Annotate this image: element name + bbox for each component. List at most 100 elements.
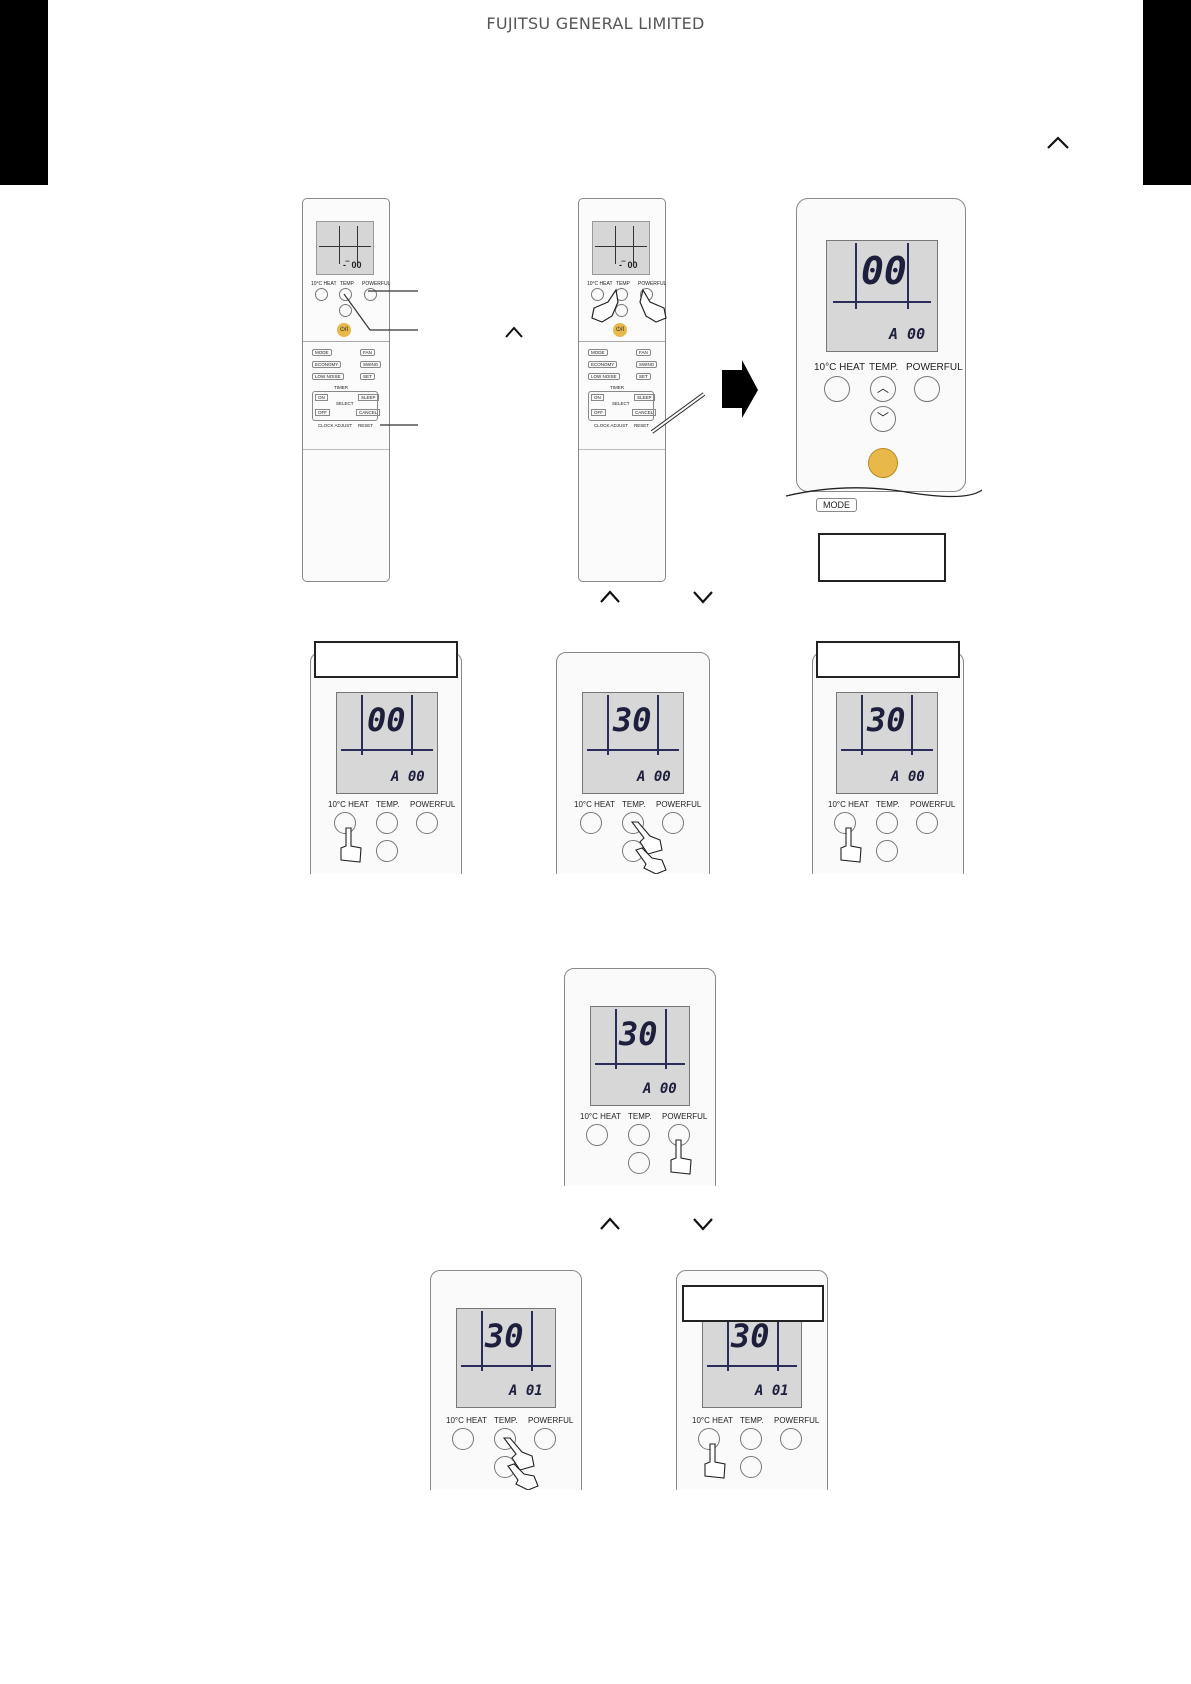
lcd-display: 30 A 01 [456,1308,556,1408]
lower-button-panel: MODE FAN ECONOMY SWING LOW NOISE SET TIM… [312,349,382,429]
powerful-label: POWERFUL [656,800,702,809]
right-arrow-icon [722,360,758,418]
heat-label: 10°C HEAT [587,281,613,287]
timer-off-button[interactable]: OFF [315,409,330,416]
heat-button[interactable] [834,812,856,834]
mode-button[interactable]: MODE [588,349,608,356]
temp-up-button[interactable]: ︿ [870,376,896,402]
up-arrow-icon [600,590,620,603]
temp-down-button[interactable] [876,840,898,862]
power-button[interactable]: ⏻/I [613,323,627,337]
economy-button[interactable]: ECONOMY [312,361,342,368]
lcd-display: 00 A 00 [826,240,938,352]
powerful-label: POWERFUL [906,362,963,373]
cancel-button[interactable]: CANCEL [632,409,657,416]
swing-button[interactable]: SWING [360,361,382,368]
powerful-label: POWERFUL [410,800,456,809]
heat-button[interactable] [591,288,604,301]
powerful-label: POWERFUL [362,281,391,287]
powerful-button[interactable] [662,812,684,834]
economy-button[interactable]: ECONOMY [588,361,618,368]
hand-pointer-icon [340,827,362,863]
temp-label: TEMP. [740,1416,764,1425]
lcd-main-value: 30 [619,1015,658,1053]
lcd-display: 30 A 00 [836,692,938,794]
heat-button[interactable] [580,812,602,834]
heat-button[interactable] [334,812,356,834]
sleep-button[interactable]: SLEEP [358,394,379,401]
temp-up-button[interactable] [628,1124,650,1146]
temp-down-button[interactable] [628,1152,650,1174]
heat-button[interactable] [824,376,850,402]
cancel-button[interactable]: CANCEL [356,409,381,416]
temp-down-button[interactable] [376,840,398,862]
temp-down-button[interactable]: ﹀ [870,406,896,432]
powerful-button[interactable] [534,1428,556,1450]
powerful-button[interactable] [416,812,438,834]
hand-pointer-icon [630,821,667,874]
temp-down-button[interactable] [615,304,628,317]
pen-icon [650,392,706,434]
heat-button[interactable] [586,1124,608,1146]
low-noise-button[interactable]: LOW NOISE [312,373,344,380]
heat-label: 10°C HEAT [692,1416,733,1425]
heat-button[interactable] [315,288,328,301]
lcd-main-value: 30 [613,701,652,739]
power-button[interactable]: ⏻/I [337,323,351,337]
down-arrow-icon [693,591,713,604]
heat-label: 10°C HEAT [328,800,369,809]
timer-off-button[interactable]: OFF [591,409,606,416]
lcd-main-value: 30 [867,701,906,739]
left-margin-bar [0,0,48,185]
sleep-button[interactable]: SLEEP [634,394,655,401]
timer-on-button[interactable]: ON [591,394,604,401]
lcd-main-value: 00 [861,249,907,293]
heat-label: 10°C HEAT [446,1416,487,1425]
heat-button[interactable] [698,1428,720,1450]
temp-down-button[interactable] [740,1456,762,1478]
step-panel-temp-press-2: 30 A 01 10°C HEAT TEMP. POWERFUL [430,1270,582,1490]
lower-button-panel: MODE FAN ECONOMY SWING LOW NOISE SET TIM… [588,349,658,429]
heat-label: 10°C HEAT [814,362,866,373]
swing-button[interactable]: SWING [636,361,658,368]
temp-up-button[interactable] [740,1428,762,1450]
caption-box [682,1285,824,1322]
temp-down-button[interactable] [339,304,352,317]
set-button[interactable]: SET [360,373,375,380]
powerful-button[interactable] [916,812,938,834]
temp-up-button[interactable] [376,812,398,834]
lcd-sub-value: A 00 [391,769,425,785]
temp-label: TEMP [340,281,354,287]
lcd-display: 00 A 00 [336,692,438,794]
leader-lines [343,290,418,426]
temp-up-button[interactable] [339,288,352,301]
fan-button[interactable]: FAN [360,349,375,356]
right-margin-bar [1143,0,1191,185]
fan-button[interactable]: FAN [636,349,651,356]
temp-label: TEMP. [494,1416,518,1425]
lcd-sub-value: A 00 [643,1081,677,1097]
reset-label: RESET [634,423,650,428]
powerful-button[interactable] [364,288,377,301]
lcd-main-value: 00 [367,701,406,739]
powerful-button[interactable] [914,376,940,402]
mode-button[interactable]: MODE [312,349,332,356]
heat-label: 10°C HEAT [580,1112,621,1121]
low-noise-button[interactable]: LOW NOISE [588,373,620,380]
up-arrow-icon [505,326,523,338]
lcd-main-value: 30 [485,1317,524,1355]
heat-button[interactable] [452,1428,474,1450]
timer-on-button[interactable]: ON [315,394,328,401]
power-button[interactable] [868,448,898,478]
set-button[interactable]: SET [636,373,651,380]
step-panel-heat-press: 00 A 00 10°C HEAT TEMP. POWERFUL [308,640,466,874]
powerful-button[interactable] [780,1428,802,1450]
heat-label: 10°C HEAT [574,800,615,809]
temp-up-button[interactable] [876,812,898,834]
mode-button[interactable]: MODE [816,498,857,512]
powerful-label: POWERFUL [910,800,956,809]
temp-up-button[interactable] [494,1428,516,1450]
temp-up-button[interactable] [622,812,644,834]
clock-adjust-label: CLOCK ADJUST [318,423,353,428]
timer-title: TIMER [610,385,624,390]
